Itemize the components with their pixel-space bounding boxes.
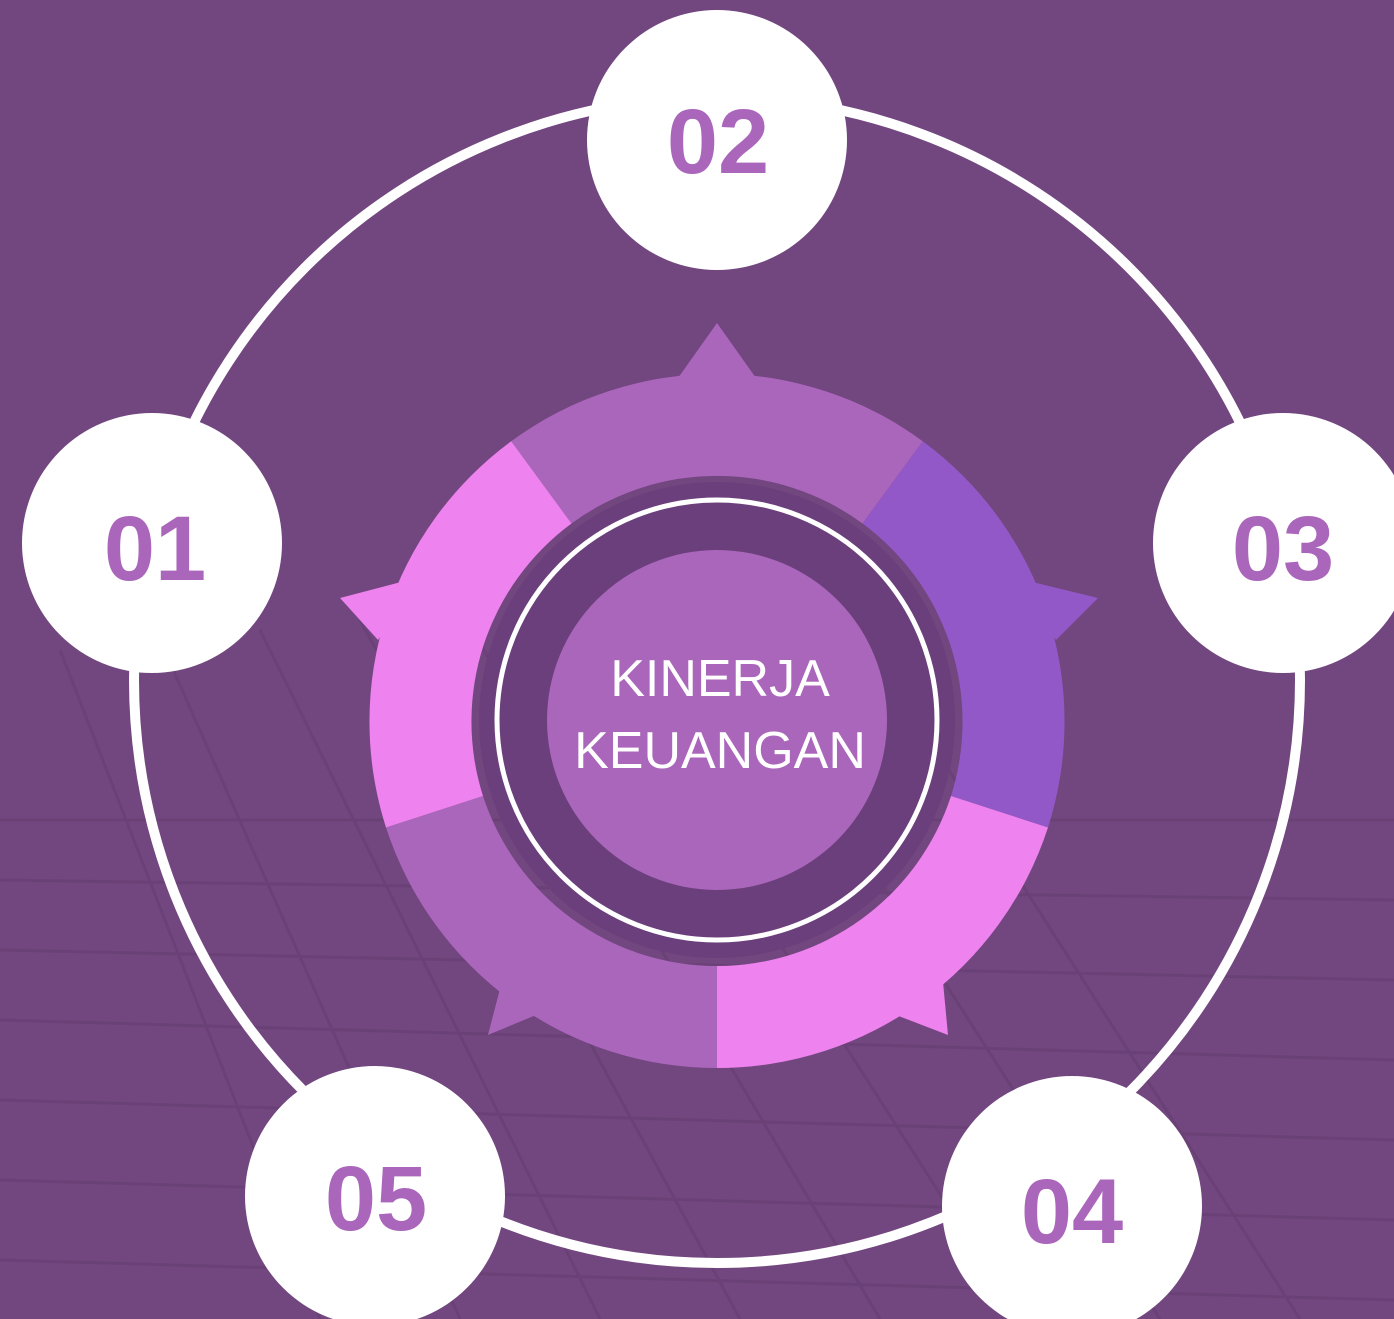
node-05-circle bbox=[245, 1066, 505, 1319]
center-circle bbox=[547, 550, 887, 890]
segment-right bbox=[862, 441, 1065, 828]
center-title-line2: KEUANGAN bbox=[574, 722, 866, 780]
node-05-label: 05 bbox=[325, 1148, 427, 1250]
segment-top bbox=[511, 373, 923, 524]
inner-ring bbox=[494, 497, 940, 943]
node-01-circle bbox=[22, 413, 282, 673]
node-03[interactable]: 03 bbox=[1153, 413, 1394, 673]
node-05[interactable]: 05 bbox=[245, 1066, 505, 1319]
node-03-circle bbox=[1153, 413, 1394, 673]
star-tip-top bbox=[678, 323, 756, 378]
node-01[interactable]: 01 bbox=[22, 413, 282, 673]
center-ring-group: KINERJA KEUANGAN bbox=[340, 323, 1098, 1068]
node-02-circle bbox=[587, 10, 847, 270]
node-04[interactable]: 04 bbox=[942, 1076, 1202, 1319]
node-01-label: 01 bbox=[104, 498, 206, 600]
node-03-label: 03 bbox=[1232, 498, 1334, 600]
node-02-label: 02 bbox=[667, 91, 769, 193]
segment-left bbox=[369, 441, 572, 828]
segment-bottom-left bbox=[386, 796, 717, 1068]
center-title-line1: KINERJA bbox=[610, 650, 830, 708]
node-04-label: 04 bbox=[1021, 1161, 1123, 1263]
node-04-circle bbox=[942, 1076, 1202, 1319]
segment-bottom-right bbox=[717, 796, 1048, 1068]
node-02[interactable]: 02 bbox=[587, 10, 847, 270]
